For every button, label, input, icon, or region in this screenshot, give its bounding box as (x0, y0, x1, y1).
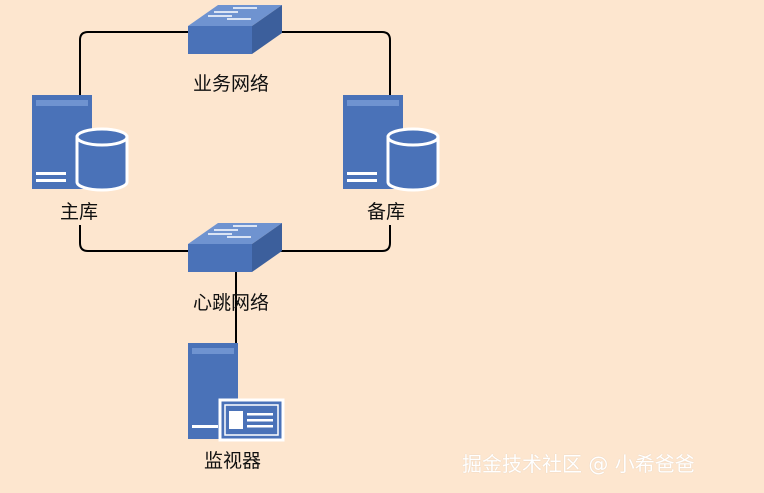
business-network-label: 业务网络 (193, 73, 270, 95)
primary-db-server-icon (32, 95, 129, 192)
standby-db-server-icon (343, 95, 440, 192)
watermark-text: 掘金技术社区 @ 小希爸爸 (462, 452, 695, 476)
heartbeat-switch-icon (188, 223, 282, 272)
monitor-label: 监视器 (204, 450, 262, 472)
monitor-server-icon (188, 343, 285, 442)
standby-db-label: 备库 (367, 201, 406, 223)
business-switch-icon (188, 5, 282, 54)
heartbeat-network-label: 心跳网络 (193, 292, 270, 314)
primary-db-label: 主库 (60, 201, 99, 223)
